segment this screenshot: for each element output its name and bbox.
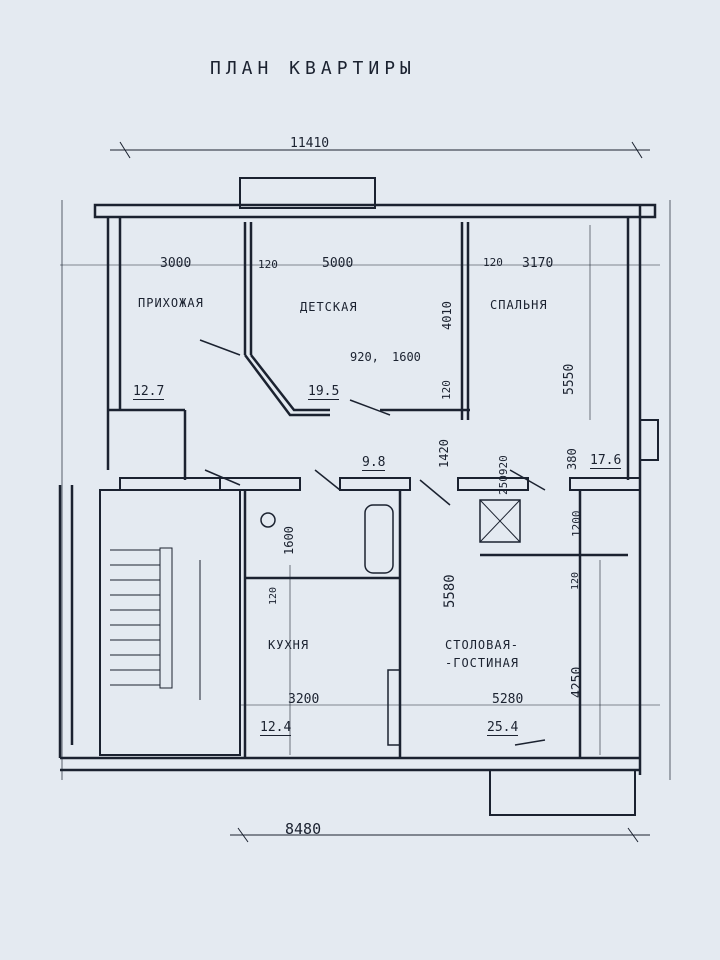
room-living-name-1: СТОЛОВАЯ- <box>445 638 520 652</box>
room-kitchen-width: 3200 <box>288 692 320 707</box>
room-living-name-2: -ГОСТИНАЯ <box>445 656 520 670</box>
room-living-area: 25.4 <box>487 720 519 736</box>
dim-380: 380 <box>565 448 579 470</box>
dim-120-b: 120 <box>440 380 453 400</box>
dim-1200: 1200 <box>570 510 583 538</box>
dim-120-a: 120 <box>258 258 278 271</box>
room-nursery-name: ДЕТСКАЯ <box>300 300 358 314</box>
dim-920: 920, <box>350 350 379 364</box>
dim-4010: 4010 <box>440 301 454 330</box>
dim-1420: 1420 <box>437 439 451 468</box>
plan-title: ПЛАН КВАРТИРЫ <box>210 58 416 79</box>
room-nursery-width: 5000 <box>322 256 354 271</box>
dim-1600-bath: 1600 <box>282 526 296 555</box>
room-kitchen-name: КУХНЯ <box>268 638 310 652</box>
room-hall-area: 12.7 <box>133 384 165 400</box>
dim-120-d: 120 <box>268 586 279 605</box>
dimension-width-top: 11410 <box>290 136 330 151</box>
room-kitchen-area: 12.4 <box>260 720 292 736</box>
dim-1600: 1600 <box>392 350 421 364</box>
dim-120-c: 120 <box>483 256 503 269</box>
bathroom-area: 9.8 <box>362 455 386 471</box>
dim-5580: 5580 <box>442 574 458 608</box>
dim-5550: 5550 <box>562 363 577 395</box>
room-bedroom-name: СПАЛЬНЯ <box>490 298 548 312</box>
walls <box>58 177 659 816</box>
room-bedroom-area: 17.6 <box>590 453 622 469</box>
dim-4250: 4250 <box>570 666 585 698</box>
room-living-width: 5280 <box>492 692 524 707</box>
dim-120-e: 120 <box>570 571 581 590</box>
room-hall-name: ПРИХОЖАЯ <box>138 296 204 310</box>
dim-250-920: 250920 <box>497 455 510 495</box>
room-hall-width: 3000 <box>160 256 192 271</box>
room-nursery-area: 19.5 <box>308 384 340 400</box>
dimension-width-bottom: 8480 <box>285 820 322 838</box>
room-bedroom-width: 3170 <box>522 256 554 271</box>
